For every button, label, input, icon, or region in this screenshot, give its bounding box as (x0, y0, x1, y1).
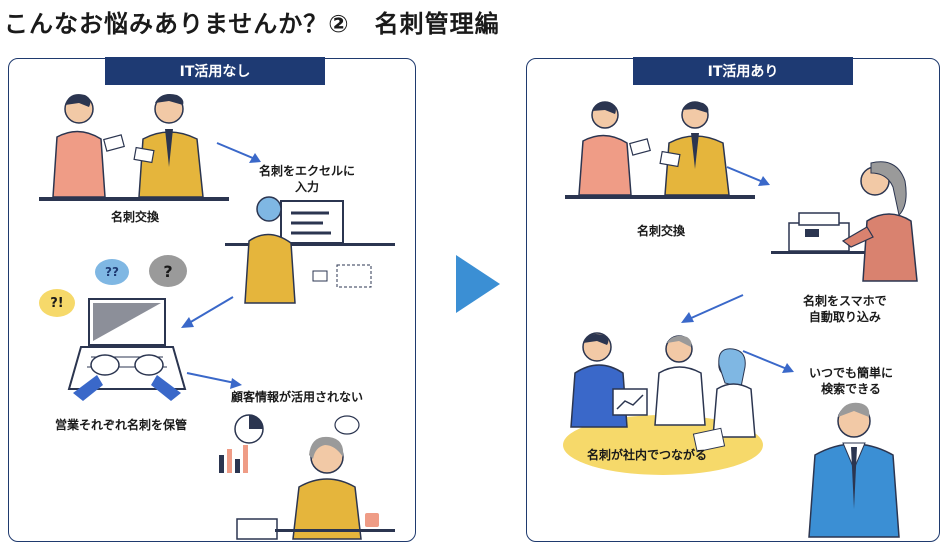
panel-label-without-it: IT活用なし (105, 57, 325, 85)
caption-individual-storage: 営業それぞれ名刺を保管 (55, 418, 188, 432)
team-meeting-illustration (563, 332, 763, 475)
panel-without-it: IT活用なし 名刺交換 名刺をエクセルに 入力 (8, 57, 416, 542)
caption-excel-input-line1: 名刺をエクセルに (259, 164, 356, 178)
flow-arrow (181, 296, 234, 328)
caption-shared-cards: 名刺が社内でつながる (587, 448, 708, 462)
caption-info-unused: 顧客情報が活用されない (231, 390, 364, 404)
bubble-surprise: ?! (39, 289, 75, 317)
flow-arrow (742, 350, 794, 373)
caption-easy-search-line1: いつでも簡単に (809, 366, 894, 380)
card-exchange-illustration (565, 101, 755, 199)
unused-info-illustration (219, 414, 395, 540)
caption-excel-input: 名刺をエクセルに 入力 (259, 163, 355, 195)
bubble-question: ? (149, 255, 187, 287)
laptop-illustration (67, 298, 187, 401)
panel-label-with-it: IT活用あり (633, 57, 853, 85)
card-exchange-illustration (39, 94, 229, 201)
bubble-confused: ?? (95, 259, 129, 285)
flow-arrow (681, 294, 744, 323)
caption-auto-scan-line2: 自動取り込み (808, 310, 881, 324)
caption-auto-scan: 名刺をスマホで 自動取り込み (803, 293, 887, 325)
excel-input-illustration (225, 196, 395, 304)
panel-with-it: IT活用あり 名刺交換 名刺をスマホで 自動取り込み (526, 57, 940, 542)
transition-arrow-icon (456, 255, 500, 313)
scanner-illustration (771, 161, 918, 282)
caption-card-exchange: 名刺交換 (111, 210, 160, 224)
flow-arrow (726, 166, 770, 186)
page-title: こんなお悩みありませんか？② 名刺管理編 (4, 10, 500, 38)
caption-excel-input-line2: 入力 (295, 180, 320, 194)
salesman-illustration (808, 402, 900, 538)
caption-auto-scan-line1: 名刺をスマホで (803, 294, 887, 308)
flow-arrow (216, 142, 261, 163)
caption-easy-search: いつでも簡単に 検索できる (809, 365, 893, 397)
flow-arrow (186, 372, 242, 389)
caption-card-exchange: 名刺交換 (637, 224, 686, 238)
caption-easy-search-line2: 検索できる (821, 382, 881, 396)
